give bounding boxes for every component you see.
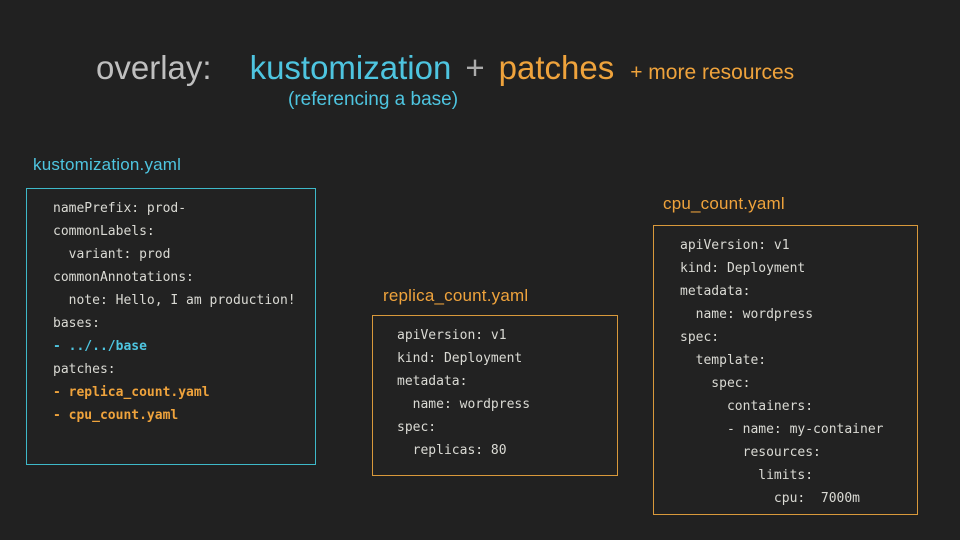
code-line-replica-patch-ref: - replica_count.yaml [53,385,210,400]
code-line: variant: prod [53,247,171,262]
code-line: template: [680,353,767,368]
code-line: containers: [680,399,814,414]
replica-count-yaml-label: replica_count.yaml [383,286,529,305]
slide-title: overlay: kustomization + patches + more … [96,46,794,95]
title-subtitle: (referencing a base) [288,89,459,110]
code-line: bases: [53,316,100,331]
code-line: namePrefix: prod- [53,201,187,216]
code-line: note: Hello, I am production! [53,293,296,308]
code-line: metadata: [397,374,468,389]
code-line: commonLabels: [53,224,155,239]
code-line: patches: [53,362,116,377]
cpu-count-yaml-code-box: apiVersion: v1 kind: Deployment metadata… [653,225,918,515]
code-line: kind: Deployment [680,261,806,276]
code-line: kind: Deployment [397,351,523,366]
code-line: spec: [397,420,437,435]
code-line: name: wordpress [680,307,814,322]
kustomization-yaml-code-box: namePrefix: prod- commonLabels: variant:… [26,188,316,465]
code-line: spec: [680,330,720,345]
title-plus-sign: + [465,49,485,86]
code-line: cpu: 7000m [680,491,861,506]
code-line: metadata: [680,284,751,299]
title-overlay: overlay: [96,49,212,86]
cpu-count-yaml-label: cpu_count.yaml [663,194,785,213]
title-kustomization: kustomization [249,49,452,86]
code-line: resources: [680,445,821,460]
code-line-cpu-patch-ref: - cpu_count.yaml [53,408,179,423]
kustomization-yaml-label: kustomization.yaml [33,155,182,174]
code-line: commonAnnotations: [53,270,194,285]
title-more-resources: + more resources [630,61,795,84]
code-line-base-ref: - ../../base [53,339,147,354]
replica-count-yaml-code-box: apiVersion: v1 kind: Deployment metadata… [372,315,618,476]
code-line: name: wordpress [397,397,531,412]
code-line: - name: my-container [680,422,884,437]
code-line: replicas: 80 [397,443,507,458]
code-line: spec: [680,376,751,391]
code-line: apiVersion: v1 [397,328,507,343]
code-line: limits: [680,468,814,483]
title-patches: patches [498,49,615,86]
code-line: apiVersion: v1 [680,238,790,253]
